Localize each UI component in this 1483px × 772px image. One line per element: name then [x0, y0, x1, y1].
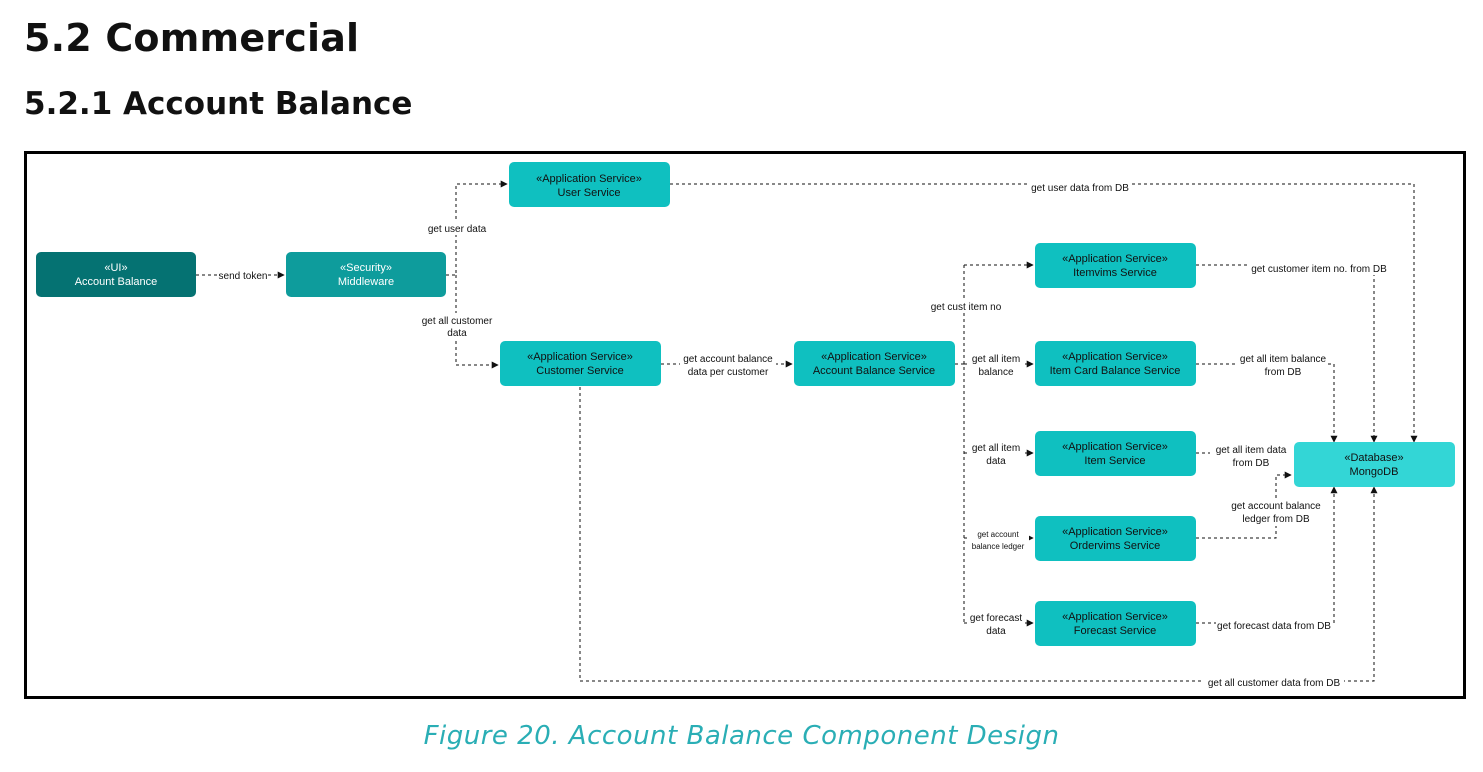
- label-get-cust-item-no: get cust item no: [931, 302, 1002, 313]
- subsection-heading: 5.2.1 Account Balance: [24, 86, 413, 122]
- label-get-forecast-data-2: data: [986, 626, 1006, 637]
- account-balance-service-name: Account Balance Service: [813, 365, 935, 377]
- node-security-middleware: «Security» Middleware: [286, 252, 446, 297]
- label-get-all-item-data: get all item: [972, 443, 1020, 454]
- ordervims-service-name: Ordervims Service: [1070, 540, 1160, 552]
- component-diagram: send token get user data get all custome…: [24, 151, 1466, 699]
- edge-item-balance-from-db: [1196, 363, 1338, 443]
- label-item-balance-from-db: get all item balance: [1240, 354, 1327, 365]
- ordervims-service-stereotype: «Application Service»: [1062, 526, 1168, 538]
- label-get-all-customer-2: data: [447, 328, 467, 339]
- node-item-service: «Application Service» Item Service: [1035, 431, 1196, 476]
- label-item-data-from-db: get all item data: [1216, 445, 1287, 456]
- label-customer-item-no-from-db: get customer item no. from DB: [1251, 264, 1387, 275]
- edge-forecast-from-db: [1196, 486, 1338, 624]
- security-stereotype: «Security»: [340, 262, 392, 274]
- label-get-account-balance: get account balance: [683, 354, 773, 365]
- edge-get-all-customer-data: [455, 275, 499, 369]
- mongodb-name: MongoDB: [1350, 466, 1399, 478]
- connectors: [196, 180, 1418, 682]
- edge-ledger-from-db: [1196, 471, 1292, 539]
- label-ledger-from-db-2: ledger from DB: [1242, 514, 1310, 525]
- label-get-all-customer: get all customer: [422, 316, 493, 327]
- node-mongodb: «Database» MongoDB: [1294, 442, 1455, 487]
- label-get-forecast-data: get forecast: [970, 613, 1022, 624]
- user-service-stereotype: «Application Service»: [536, 173, 642, 185]
- label-item-balance-from-db-2: from DB: [1265, 367, 1302, 378]
- itemvims-service-stereotype: «Application Service»: [1062, 253, 1168, 265]
- node-user-service: «Application Service» User Service: [509, 162, 670, 207]
- ui-stereotype: «UI»: [104, 262, 127, 274]
- node-itemvims-service: «Application Service» Itemvims Service: [1035, 243, 1196, 288]
- label-item-data-from-db-2: from DB: [1233, 458, 1270, 469]
- label-forecast-from-db: get forecast data from DB: [1217, 621, 1331, 632]
- mongodb-stereotype: «Database»: [1344, 452, 1403, 464]
- label-get-user-data: get user data: [428, 224, 487, 235]
- itemvims-service-name: Itemvims Service: [1073, 267, 1157, 279]
- item-service-name: Item Service: [1084, 455, 1145, 467]
- customer-service-stereotype: «Application Service»: [527, 351, 633, 363]
- node-customer-service: «Application Service» Customer Service: [500, 341, 661, 386]
- label-ledger-from-db: get account balance: [1231, 501, 1321, 512]
- diagram-frame: [24, 151, 1466, 699]
- edge-labels: send token get user data get all custome…: [218, 180, 1388, 689]
- edge-customer-data-from-db: [579, 387, 1378, 682]
- item-card-balance-service-name: Item Card Balance Service: [1050, 365, 1181, 377]
- edge-customer-item-no-from-db: [1196, 264, 1378, 443]
- account-balance-service-stereotype: «Application Service»: [821, 351, 927, 363]
- label-get-all-item-data-2: data: [986, 456, 1006, 467]
- section-heading: 5.2 Commercial: [24, 16, 360, 60]
- node-item-card-balance-service: «Application Service» Item Card Balance …: [1035, 341, 1196, 386]
- customer-service-name: Customer Service: [536, 365, 623, 377]
- user-service-name: User Service: [558, 187, 621, 199]
- item-card-balance-service-stereotype: «Application Service»: [1062, 351, 1168, 363]
- item-service-stereotype: «Application Service»: [1062, 441, 1168, 453]
- ui-name: Account Balance: [75, 276, 158, 288]
- label-customer-data-from-db: get all customer data from DB: [1208, 678, 1341, 689]
- node-ui-account-balance: «UI» Account Balance: [36, 252, 196, 297]
- security-name: Middleware: [338, 276, 394, 288]
- forecast-service-stereotype: «Application Service»: [1062, 611, 1168, 623]
- node-ordervims-service: «Application Service» Ordervims Service: [1035, 516, 1196, 561]
- label-get-account-ledger: get account: [977, 530, 1019, 539]
- label-send-token: send token: [219, 271, 268, 282]
- label-get-all-item-balance-2: balance: [978, 367, 1013, 378]
- node-forecast-service: «Application Service» Forecast Service: [1035, 601, 1196, 646]
- figure-caption: Figure 20. Account Balance Component Des…: [423, 721, 1060, 751]
- label-get-all-item-balance: get all item: [972, 354, 1020, 365]
- label-user-data-from-db: get user data from DB: [1031, 183, 1129, 194]
- label-get-account-ledger-2: balance ledger: [972, 542, 1025, 551]
- edge-user-data-from-db: [670, 183, 1418, 443]
- label-get-account-balance-2: data per customer: [688, 367, 769, 378]
- forecast-service-name: Forecast Service: [1074, 625, 1157, 637]
- node-account-balance-service: «Application Service» Account Balance Se…: [794, 341, 955, 386]
